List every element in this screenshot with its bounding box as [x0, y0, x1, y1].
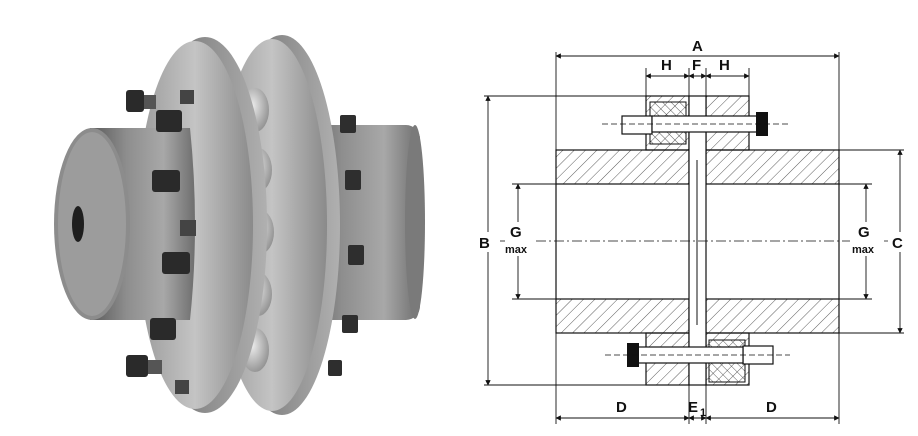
- label-A: A: [692, 38, 703, 55]
- left-hub-section: [555, 149, 690, 334]
- label-B: B: [479, 235, 490, 252]
- dimension-A: [555, 52, 840, 150]
- label-F: F: [692, 57, 701, 74]
- label-E-sub: 1: [700, 407, 706, 419]
- dimension-D-E-D: [555, 333, 840, 424]
- label-G-left-sub: max: [505, 244, 528, 256]
- dimension-HFH: [645, 68, 750, 96]
- label-G-right-sub: max: [852, 244, 875, 256]
- right-flange-studs: [328, 115, 364, 376]
- label-D-left: D: [616, 399, 627, 416]
- label-G-left: G: [510, 224, 522, 241]
- bottom-bolt: [605, 339, 790, 383]
- shaft-bore: [72, 206, 84, 242]
- right-hub-section: [705, 149, 840, 334]
- label-G-right: G: [858, 224, 870, 241]
- label-D-right: D: [766, 399, 777, 416]
- label-C: C: [892, 235, 903, 252]
- label-E: E: [688, 399, 698, 416]
- top-bolt: [602, 101, 790, 145]
- left-flange-bolts: [126, 90, 196, 394]
- label-H-left: H: [661, 57, 672, 74]
- label-H-right: H: [719, 57, 730, 74]
